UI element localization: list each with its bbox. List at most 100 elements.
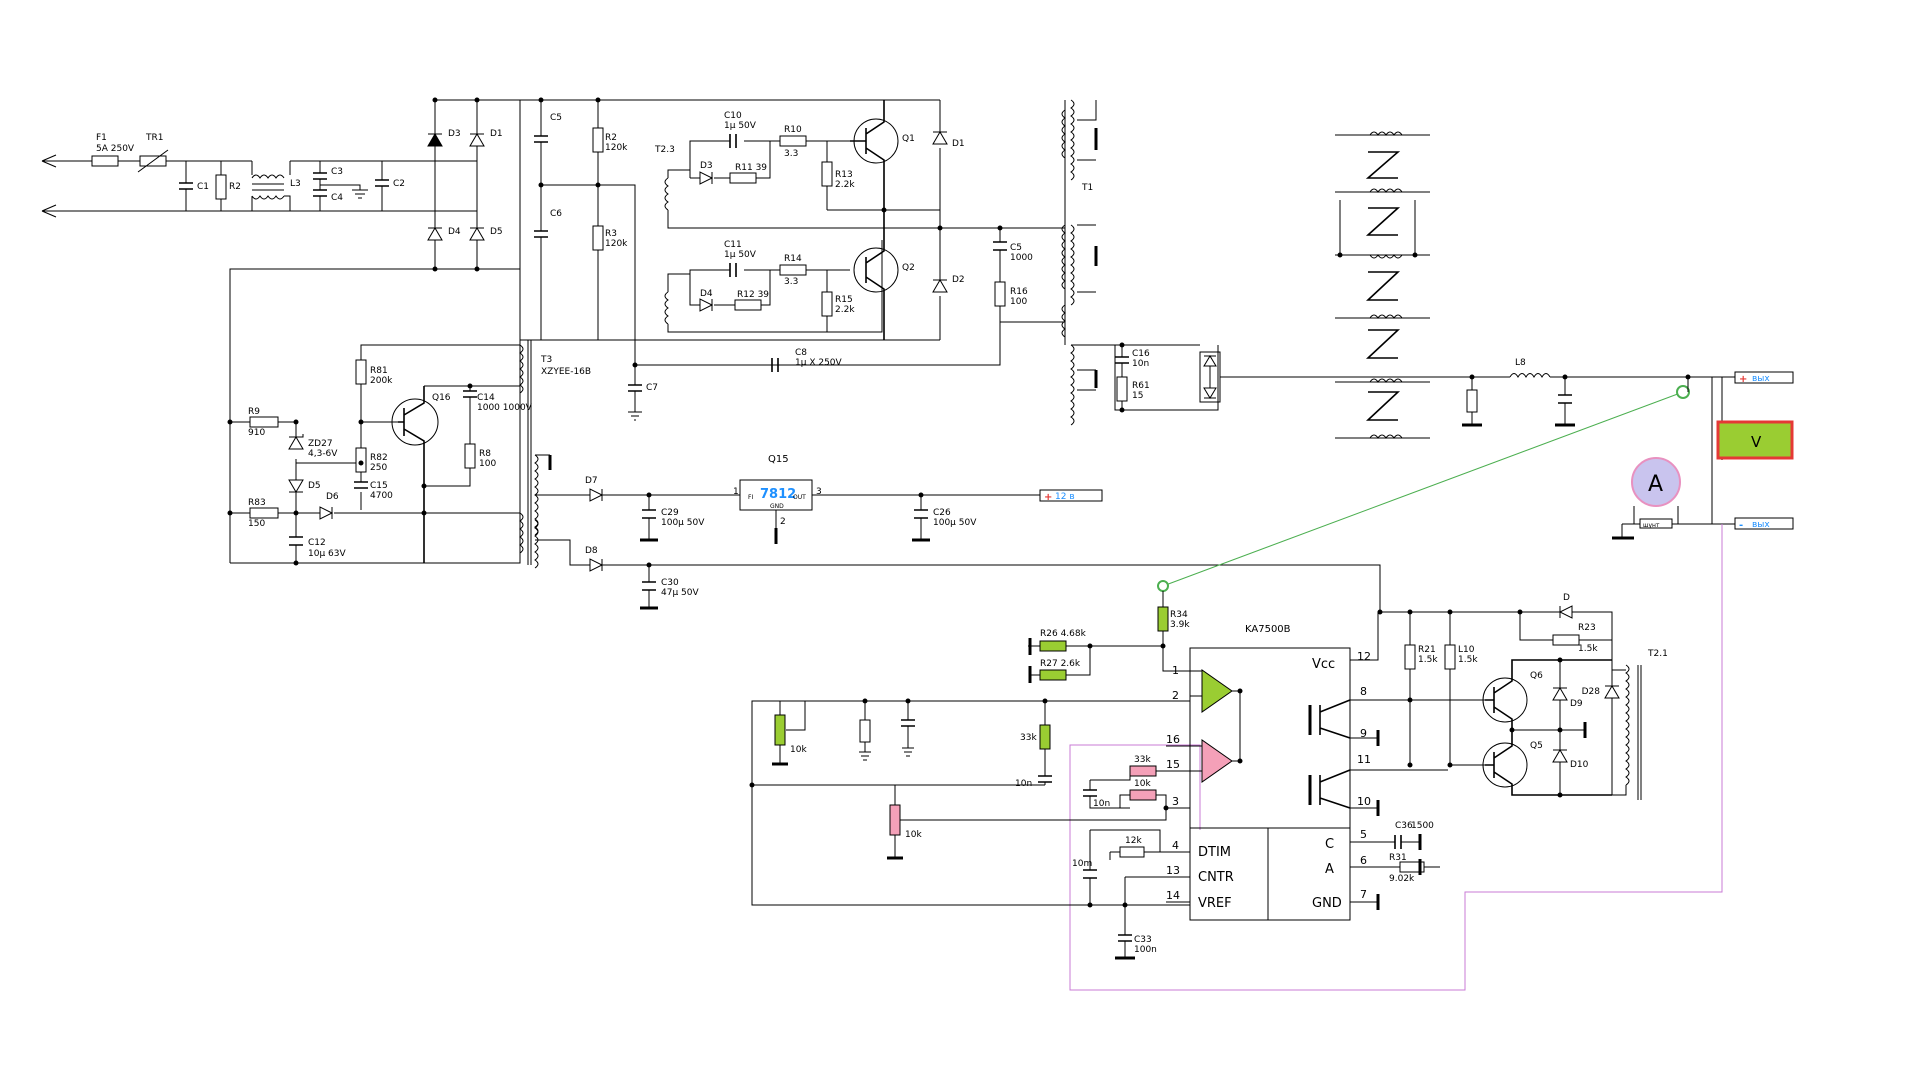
bridge-rectifier: D3 D1 D4 D5 [427,97,520,272]
label-c6: C6 [550,209,562,219]
label-d1-hb: D1 [952,139,965,149]
pin-8: 8 [1360,685,1367,698]
reg-pin2: 2 [780,517,786,527]
label-d28: D28 [1582,687,1601,697]
value-r34: 3.9k [1170,620,1190,630]
potentiometer-2[interactable] [889,804,901,836]
violet-sense-wire [1069,524,1723,991]
label-c4: C4 [331,193,343,203]
voltmeter[interactable] [1716,420,1794,460]
ic-c-label: C [1325,837,1334,852]
label-c3: C3 [331,167,343,177]
label-d1-bridge: D1 [490,129,503,139]
label-d4-hb: D4 [700,289,713,299]
label-l10: L10 [1458,645,1475,655]
label-t23: T2.3 [654,145,675,155]
value-r15: 2.2k [835,305,855,315]
output-minus-terminal[interactable] [1734,517,1794,530]
pin-11: 11 [1357,753,1371,766]
label-l3: L3 [290,179,301,189]
probe-point-feedback[interactable] [1157,580,1169,592]
label-r23: R23 [1578,623,1596,633]
value-zd27: 4,3-6V [308,449,338,459]
label-r3: R3 [605,229,617,239]
value-c8: 1µ X 250V [795,358,843,368]
value-r13: 2.2k [835,180,855,190]
label-r15: R15 [835,295,853,305]
label-d9: D9 [1570,699,1583,709]
label-r13: R13 [835,170,853,180]
label-t21: T2.1 [1647,649,1668,659]
value-c16: 10n [1132,359,1149,369]
ic-cntr-label: CNTR [1198,870,1234,885]
value-c26: 100µ 50V [933,518,977,528]
value-c30: 47µ 50V [661,588,699,598]
output-12v-terminal[interactable] [1039,489,1103,502]
label-q5: Q5 [1530,741,1543,751]
label-r83: R83 [248,498,266,508]
label-r9: R9 [248,407,260,417]
reg-gnd-label: GND [770,503,784,510]
value-r8: 100 [479,459,496,469]
label-q16: Q16 [432,393,451,403]
label-d6: D6 [326,492,339,502]
value-r2-hb: 120k [605,143,628,153]
label-c11: C11 [724,240,742,250]
output-plus-terminal[interactable] [1734,371,1794,384]
pin-4: 4 [1172,839,1179,852]
label-r81: R81 [370,366,388,376]
label-10n-2: 10n [1093,799,1110,809]
probe-point-output[interactable] [1676,385,1690,399]
label-f1: F1 [96,133,107,143]
label-10k: 10k [1134,779,1151,789]
reg-part-number: 7812 [760,487,796,502]
pin-9: 9 [1360,727,1367,740]
shunt-label: шунт [1643,522,1660,529]
label-d4-bridge: D4 [448,227,461,237]
value-l10: 1.5k [1458,655,1478,665]
label-pot1: 10k [790,745,807,755]
pin-14: 14 [1166,889,1180,902]
ammeter[interactable] [1631,457,1681,507]
value-r61: 15 [1132,391,1143,401]
label-r34: R34 [1170,610,1188,620]
label-c2-input: C2 [393,179,405,189]
label-q1: Q1 [902,134,915,144]
value-c29: 100µ 50V [661,518,705,528]
ic-part-label: KA7500B [1245,624,1291,635]
label-c29: C29 [661,508,679,518]
value-r23: 1.5k [1578,644,1598,654]
value-c15: 4700 [370,491,393,501]
label-c33: C33 [1134,935,1152,945]
driver-stage: D R23 1.5k R21 1.5k L10 1.5k Q6 Q5 D9 D1… [1377,593,1668,800]
label-r16: R16 [1010,287,1028,297]
label-33k: 33k [1020,733,1037,743]
label-c8: C8 [795,348,807,358]
output-plus-label: вых [1752,374,1770,384]
standby-supply: R9 910 R83 150 ZD27 4,3-6V D5 D6 C12 10µ… [227,340,1381,612]
reg-in-label: FI [748,494,753,501]
label-d3-hb: D3 [700,161,713,171]
ammeter-label: A [1648,472,1663,497]
label-r14: R14 [784,254,802,264]
label-q15: Q15 [768,454,789,465]
value-r21: 1.5k [1418,655,1438,665]
pin-13: 13 [1166,864,1180,877]
label-c12: C12 [308,538,326,548]
value-c36: 1500 [1411,821,1434,831]
label-r2-hb: R2 [605,133,617,143]
value-c11: 1µ 50V [724,250,757,260]
value-r16: 100 [1010,297,1027,307]
value-r9: 910 [248,428,265,438]
pin-12: 12 [1357,650,1371,663]
potentiometer-1[interactable] [774,714,786,746]
ic-vcc-label: Vcc [1312,657,1335,672]
reg-pin3: 3 [816,487,822,497]
pwm-controller: R34 3.9k KA7500B Vcc DTIM CNTR VREF C A … [749,591,1448,960]
label-f1-rating: 5A 250V [96,144,135,154]
label-d8: D8 [585,546,598,556]
ka7500b-ic [1189,647,1351,921]
regulator-7812 [739,479,813,511]
label-10m: 10m [1072,859,1092,869]
